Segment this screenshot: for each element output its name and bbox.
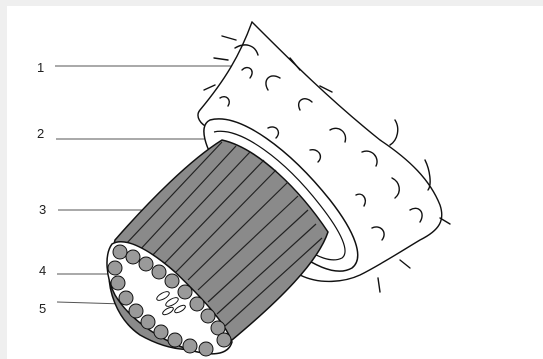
tissue-illustration [0, 0, 543, 359]
